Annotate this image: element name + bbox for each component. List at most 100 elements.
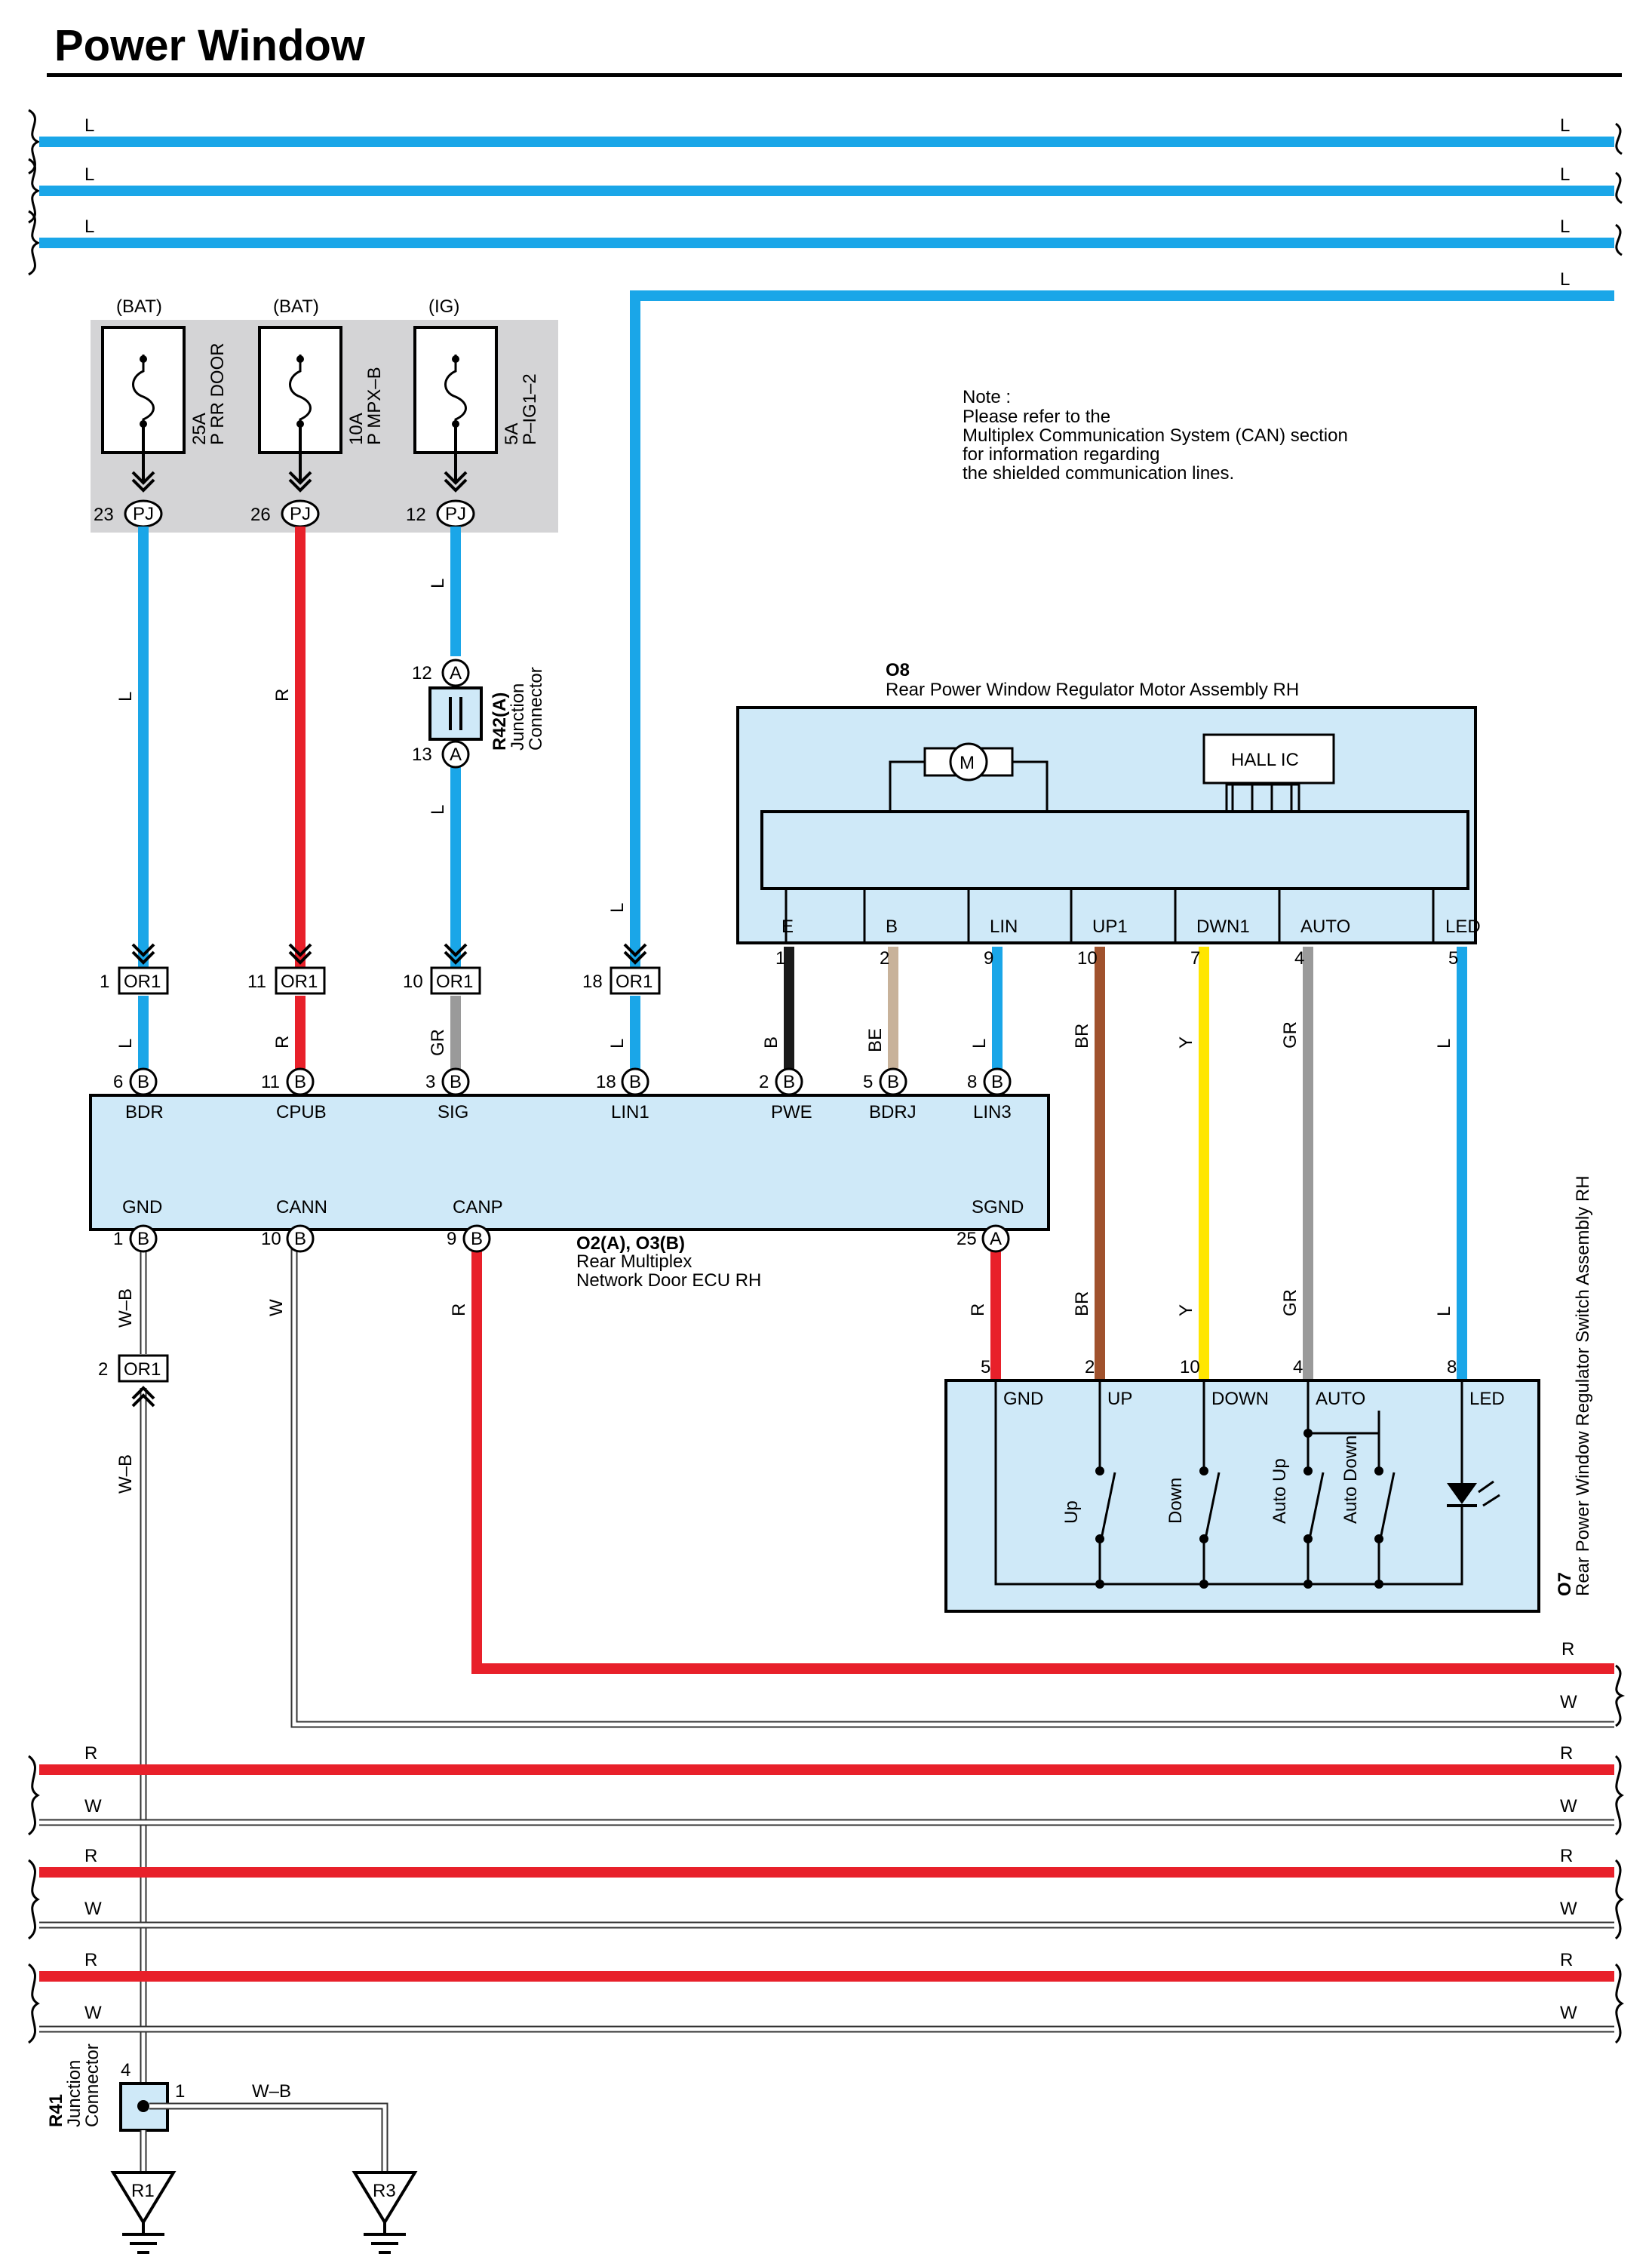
hall-ic-base — [1225, 783, 1300, 813]
title-rule — [47, 73, 1622, 77]
wire-color-label: W–B — [252, 2081, 291, 2102]
ecu-body — [89, 1094, 1050, 1231]
wire-color-label: L — [428, 579, 448, 588]
fuse-pin-number: 26 — [250, 505, 271, 525]
wire-r41-r3-core — [149, 2104, 387, 2172]
wire-color-label: R — [449, 1303, 469, 1316]
note-line: Please refer to the — [963, 407, 1110, 427]
switch-housing — [944, 1379, 1540, 1613]
wire-color-label: W–B — [115, 1288, 136, 1328]
or1-label: OR1 — [281, 972, 318, 992]
ecu-pin-name: PWE — [771, 1102, 812, 1122]
bus-label-right: R — [1560, 1743, 1573, 1764]
wire-color-label: BE — [865, 1028, 886, 1052]
motor-pin-number: 1 — [775, 948, 785, 969]
or1-pin-number: 11 — [247, 972, 266, 992]
wire-color-label: W–B — [115, 1454, 136, 1494]
or1-label: OR1 — [124, 972, 161, 992]
motor-pin-name: AUTO — [1300, 917, 1350, 937]
ecu-pin-number: 9 — [447, 1229, 456, 1249]
fuse-amperage: 10A — [346, 413, 367, 445]
switch-pin-number: 5 — [981, 1357, 990, 1377]
pin-letter: B — [450, 1072, 462, 1092]
pin-letter: B — [294, 1229, 306, 1249]
pin-letter: B — [783, 1072, 795, 1092]
or1-connector — [610, 966, 661, 995]
pin-letter: B — [471, 1229, 483, 1249]
wire-color-label: L — [115, 692, 136, 702]
fuse-amperage: 5A — [502, 423, 522, 445]
r42-bar — [449, 697, 462, 730]
motor-pin-name: DWN1 — [1196, 917, 1250, 937]
switch-contact — [1095, 1466, 1104, 1475]
motor-pin-name: LED — [1445, 917, 1481, 937]
ecu-name: Network Door ECU RH — [576, 1270, 761, 1291]
connector-chevron — [288, 471, 312, 493]
note-line: for information regarding — [963, 444, 1159, 465]
or1-label: OR1 — [436, 972, 473, 992]
break-mark-right — [1614, 1859, 1624, 1940]
motor-name: Rear Power Window Regulator Motor Assemb… — [886, 680, 1299, 700]
switch-contact — [1374, 1466, 1383, 1475]
ecu-top-pin — [879, 1067, 907, 1096]
fuse-pin-number: 23 — [94, 505, 114, 525]
wire-color-label: Y — [1176, 1036, 1196, 1049]
r41-pin-number: 4 — [121, 2060, 131, 2080]
ecu-o2-o3: B6BDRB11CPUBB3SIGB18LIN1B2PWEB5BDRJB8LIN… — [89, 1067, 1050, 1291]
bus-label-right: W — [1560, 1796, 1577, 1816]
ecu-pin-number: 18 — [596, 1072, 616, 1092]
break-mark — [28, 1859, 40, 1940]
motor-pin-number: 7 — [1190, 948, 1200, 969]
wire-color-label: GR — [1280, 1289, 1300, 1316]
led-icon — [1447, 1483, 1477, 1504]
ecu-pin-name: CANN — [276, 1197, 327, 1217]
or1-pin-number: 1 — [100, 972, 109, 992]
ecu-pin-number: 3 — [425, 1072, 435, 1092]
ecu-bottom-pin — [981, 1224, 1010, 1253]
ecu-pin-number: 2 — [759, 1072, 769, 1092]
or1-connector — [118, 966, 169, 995]
or1-label: OR1 — [124, 1359, 161, 1380]
ecu-id: O2(A), O3(B) — [576, 1233, 685, 1254]
ground-icon — [364, 2222, 406, 2254]
wire-color-label: L — [1434, 1039, 1454, 1049]
switch-pin-number: 8 — [1447, 1357, 1457, 1377]
motor-symbol-label: M — [960, 753, 975, 773]
connector-chevron — [444, 943, 468, 965]
bus-label-right: R — [1561, 1639, 1574, 1660]
break-mark — [28, 1755, 40, 1836]
bus-label-left: R — [84, 1743, 97, 1764]
wire-canp — [471, 1241, 1614, 1674]
pin-letter: B — [629, 1072, 641, 1092]
break-mark-right — [1615, 1664, 1626, 1727]
fuse-symbol — [289, 355, 312, 430]
wire-color-label: R — [272, 689, 293, 702]
wire-color-label: L — [607, 903, 628, 913]
junction-dot — [1095, 1580, 1104, 1589]
pj-label: PJ — [290, 504, 311, 524]
switch-pin-number: 4 — [1293, 1357, 1303, 1377]
ground-label: R3 — [373, 2181, 396, 2201]
pin-letter: A — [450, 663, 462, 683]
ecu-pin-name: BDRJ — [869, 1102, 917, 1122]
bus-label-left: L — [84, 115, 94, 136]
wire-color-label: Y — [1176, 1304, 1196, 1316]
ecu-pin-name: SIG — [438, 1102, 468, 1122]
pin-letter: B — [991, 1072, 1003, 1092]
break-mark-right — [1615, 223, 1623, 256]
connector-chevron — [288, 943, 312, 965]
break-mark-right — [1615, 122, 1623, 155]
switch-ground-rail — [994, 1411, 1463, 1586]
switch-pin-name: UP — [1107, 1389, 1132, 1409]
connector-chevron — [131, 1386, 155, 1408]
wire-color-label: BR — [1072, 1024, 1092, 1049]
junction-dot — [1303, 1580, 1313, 1589]
ecu-top-pin — [621, 1067, 649, 1096]
bus-label-right: L — [1560, 269, 1570, 290]
r41-pin-number: 1 — [175, 2081, 185, 2102]
note-heading: Note : — [963, 387, 1011, 407]
pin-letter: B — [887, 1072, 899, 1092]
ground-symbol — [352, 2171, 418, 2225]
